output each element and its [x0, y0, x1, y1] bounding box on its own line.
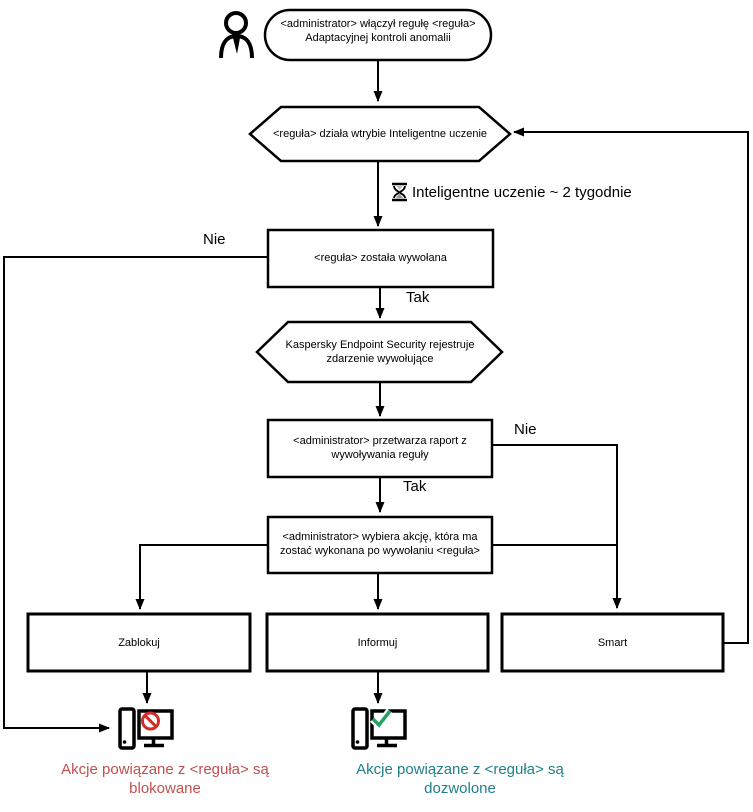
- edge-no-to-blocked: [3, 256, 268, 733]
- inform-box-shape: [265, 612, 490, 673]
- smart-box-shape: [500, 612, 725, 673]
- edge-smart-feedback: [513, 127, 749, 644]
- admin-action-line2: zostać wykonana po wywołaniu <reguła>: [280, 545, 480, 557]
- smart-learning-node-label: <reguła> działa wtrybie Inteligentne ucz…: [272, 128, 488, 140]
- inform-box-label: Informuj: [357, 637, 398, 649]
- start-node-label: <administrator> włączył regułę <reguła> …: [267, 17, 489, 45]
- admin-report-line2: wywoływania reguły: [331, 449, 429, 461]
- admin-report-node-shape: [266, 418, 494, 479]
- computer-blocked-icon: [118, 707, 174, 750]
- rule-triggered-node-shape: [266, 228, 495, 289]
- allowed-caption-line2: dozwolone: [424, 780, 496, 797]
- blocked-caption-line2: blokowane: [129, 780, 201, 797]
- admin-report-node-label: <administrator> przetwarza raport z wywo…: [270, 434, 490, 462]
- edge-no-to-smart: [492, 444, 622, 609]
- admin-action-node-label: <administrator> wybiera akcję, która ma …: [270, 530, 490, 558]
- smart-box-label: Smart: [597, 637, 628, 649]
- blocked-caption-line1: Akcje powiązane z <reguła> są: [61, 761, 269, 778]
- timer-label: Inteligentne uczenie ~ 2 tygodnie: [412, 184, 632, 201]
- block-box-shape: [26, 612, 252, 673]
- kes-registers-line1: Kaspersky Endpoint Security rejestruje: [285, 339, 475, 351]
- admin-report-line1: <administrator> przetwarza raport z: [293, 435, 467, 447]
- start-node-line2: Adaptacyjnej kontroli anomalii: [305, 32, 451, 44]
- kes-registers-line2: zdarzenie wywołujące: [326, 353, 434, 365]
- edge-label-no-right: Nie: [514, 421, 537, 438]
- edge-label-yes-bottom: Tak: [403, 478, 427, 495]
- check-icon: [370, 708, 394, 732]
- admin-action-node-shape: [266, 515, 494, 575]
- smart-learning-node-shape: [248, 105, 512, 163]
- hourglass-icon: [392, 182, 407, 202]
- allowed-caption-line1: Akcje powiązane z <reguła> są: [356, 761, 564, 778]
- start-node-line1: <administrator> włączył regułę <reguła>: [280, 18, 476, 30]
- edge-label-yes-top: Tak: [406, 289, 430, 306]
- edge-action-to-block: [135, 544, 268, 610]
- computer-allowed-icon: [351, 707, 407, 750]
- rule-triggered-node-label: <reguła> została wywołana: [314, 252, 447, 264]
- prohibition-icon: [141, 711, 160, 731]
- kes-registers-node-label: Kaspersky Endpoint Security rejestruje z…: [270, 338, 490, 366]
- admin-action-line1: <administrator> wybiera akcję, która ma: [282, 531, 478, 543]
- person-icon: [219, 11, 254, 59]
- kes-registers-node-shape: [255, 320, 504, 384]
- edge-label-no-top: Nie: [203, 231, 226, 248]
- block-box-label: Zablokuj: [118, 637, 160, 649]
- blocked-caption: Akcje powiązane z <reguła> są blokowane: [33, 760, 297, 798]
- allowed-caption: Akcje powiązane z <reguła> są dozwolone: [328, 760, 592, 798]
